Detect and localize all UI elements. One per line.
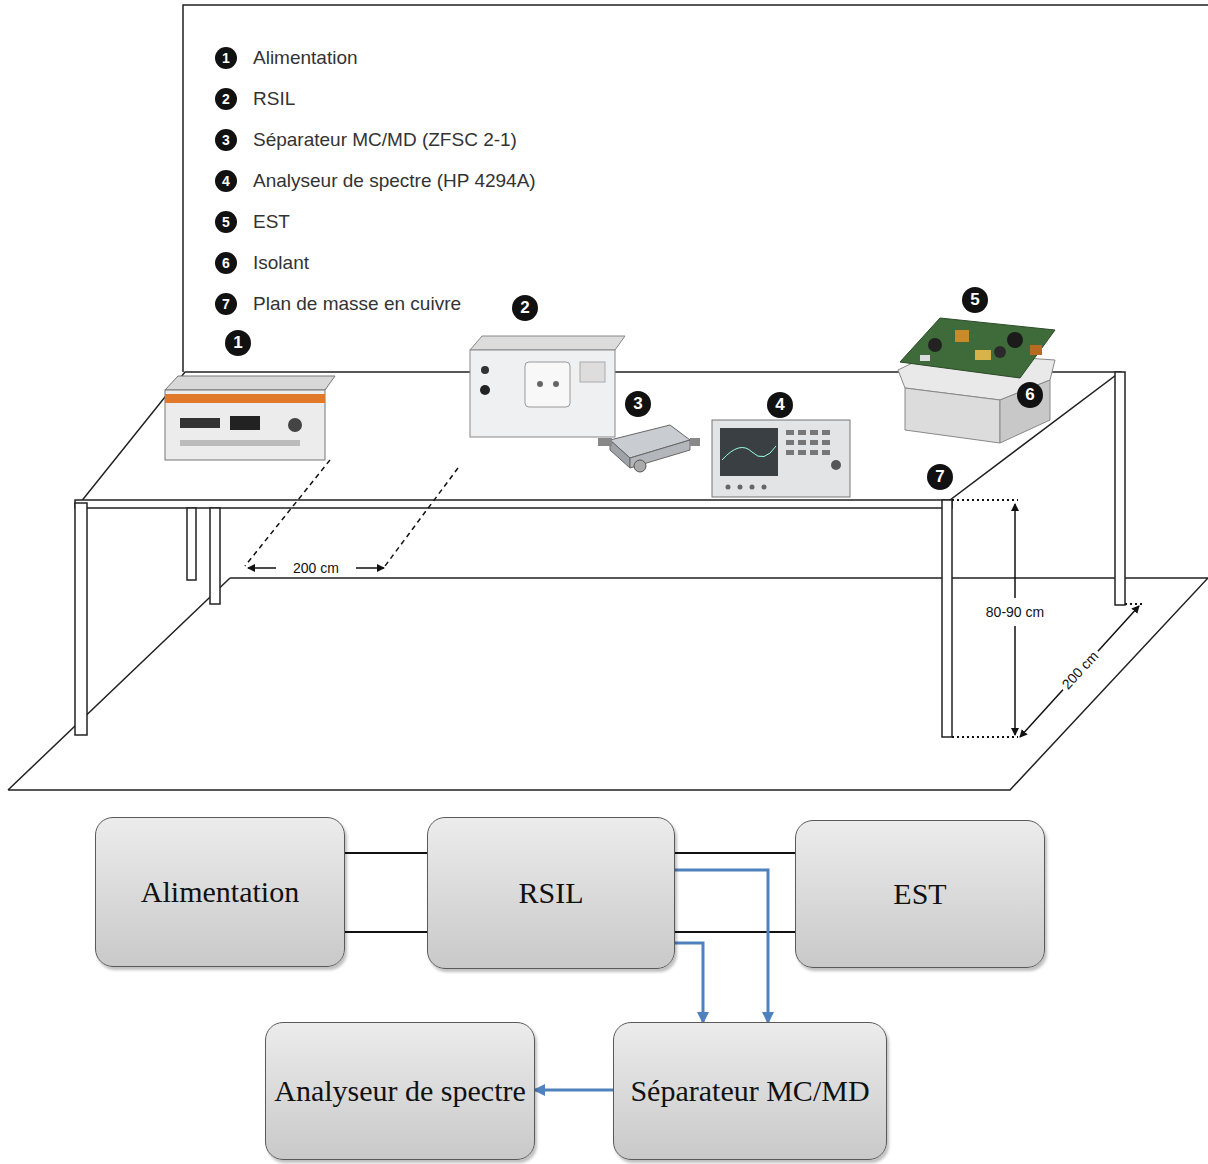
callout-number: 5: [215, 211, 237, 233]
callout-number: 7: [927, 464, 953, 490]
process-box: EST: [795, 820, 1045, 968]
legend-item-text: RSIL: [253, 88, 295, 110]
power-line: [675, 852, 795, 854]
callout-number: 5: [962, 287, 988, 313]
signal-arrow: [535, 1089, 613, 1092]
table-leg: [942, 500, 952, 737]
process-box: Analyseur de spectre: [265, 1022, 535, 1160]
legend-item-text: EST: [253, 211, 290, 233]
callout-number: 6: [215, 252, 237, 274]
power-line: [345, 852, 427, 854]
process-box: RSIL: [427, 817, 675, 969]
device-under-test-icon: [898, 318, 1055, 443]
legend-item-text: Alimentation: [253, 47, 358, 69]
floor-outline: [8, 578, 1208, 790]
dimension-label: 200 cm: [290, 560, 342, 576]
dimension-lines: [245, 460, 1145, 737]
callout-number: 1: [225, 330, 251, 356]
table-leg: [187, 508, 196, 580]
callout-number: 2: [512, 295, 538, 321]
process-box: Alimentation: [95, 817, 345, 967]
box-label: Analyseur de spectre: [268, 1074, 532, 1109]
table-edge: [75, 500, 952, 508]
box-label: RSIL: [512, 876, 589, 911]
callout-number: 1: [215, 47, 237, 69]
process-box: Séparateur MC/MD: [613, 1022, 887, 1160]
callout-number: 3: [215, 129, 237, 151]
power-line: [345, 931, 427, 933]
box-label: Alimentation: [135, 875, 305, 910]
power-supply-icon: [165, 376, 335, 460]
callout-number: 4: [215, 170, 237, 192]
legend-item-text: Séparateur MC/MD (ZFSC 2-1): [253, 129, 517, 151]
legend-item-text: Analyseur de spectre (HP 4294A): [253, 170, 536, 192]
legend-item-text: Isolant: [253, 252, 309, 274]
table-leg: [210, 508, 220, 604]
table-leg: [75, 503, 87, 735]
signal-arrow: [675, 870, 768, 1022]
dimension-label: 80-90 cm: [983, 604, 1047, 620]
signal-arrow: [675, 943, 703, 1022]
wall-outline: [183, 5, 1208, 372]
legend-item-text: Plan de masse en cuivre: [253, 293, 461, 315]
box-label: EST: [887, 877, 952, 912]
box-label: Séparateur MC/MD: [624, 1074, 875, 1109]
dimension-label: 200 cm: [1056, 646, 1103, 695]
callout-number: 2: [215, 88, 237, 110]
callout-number: 7: [215, 293, 237, 315]
callout-number: 3: [625, 391, 651, 417]
lisn-icon: [470, 336, 625, 437]
splitter-icon: [598, 425, 700, 472]
table-leg: [1115, 372, 1125, 605]
callout-number: 6: [1017, 382, 1043, 408]
power-line: [675, 931, 795, 933]
callout-number: 4: [767, 392, 793, 418]
spectrum-analyzer-icon: [712, 420, 850, 497]
